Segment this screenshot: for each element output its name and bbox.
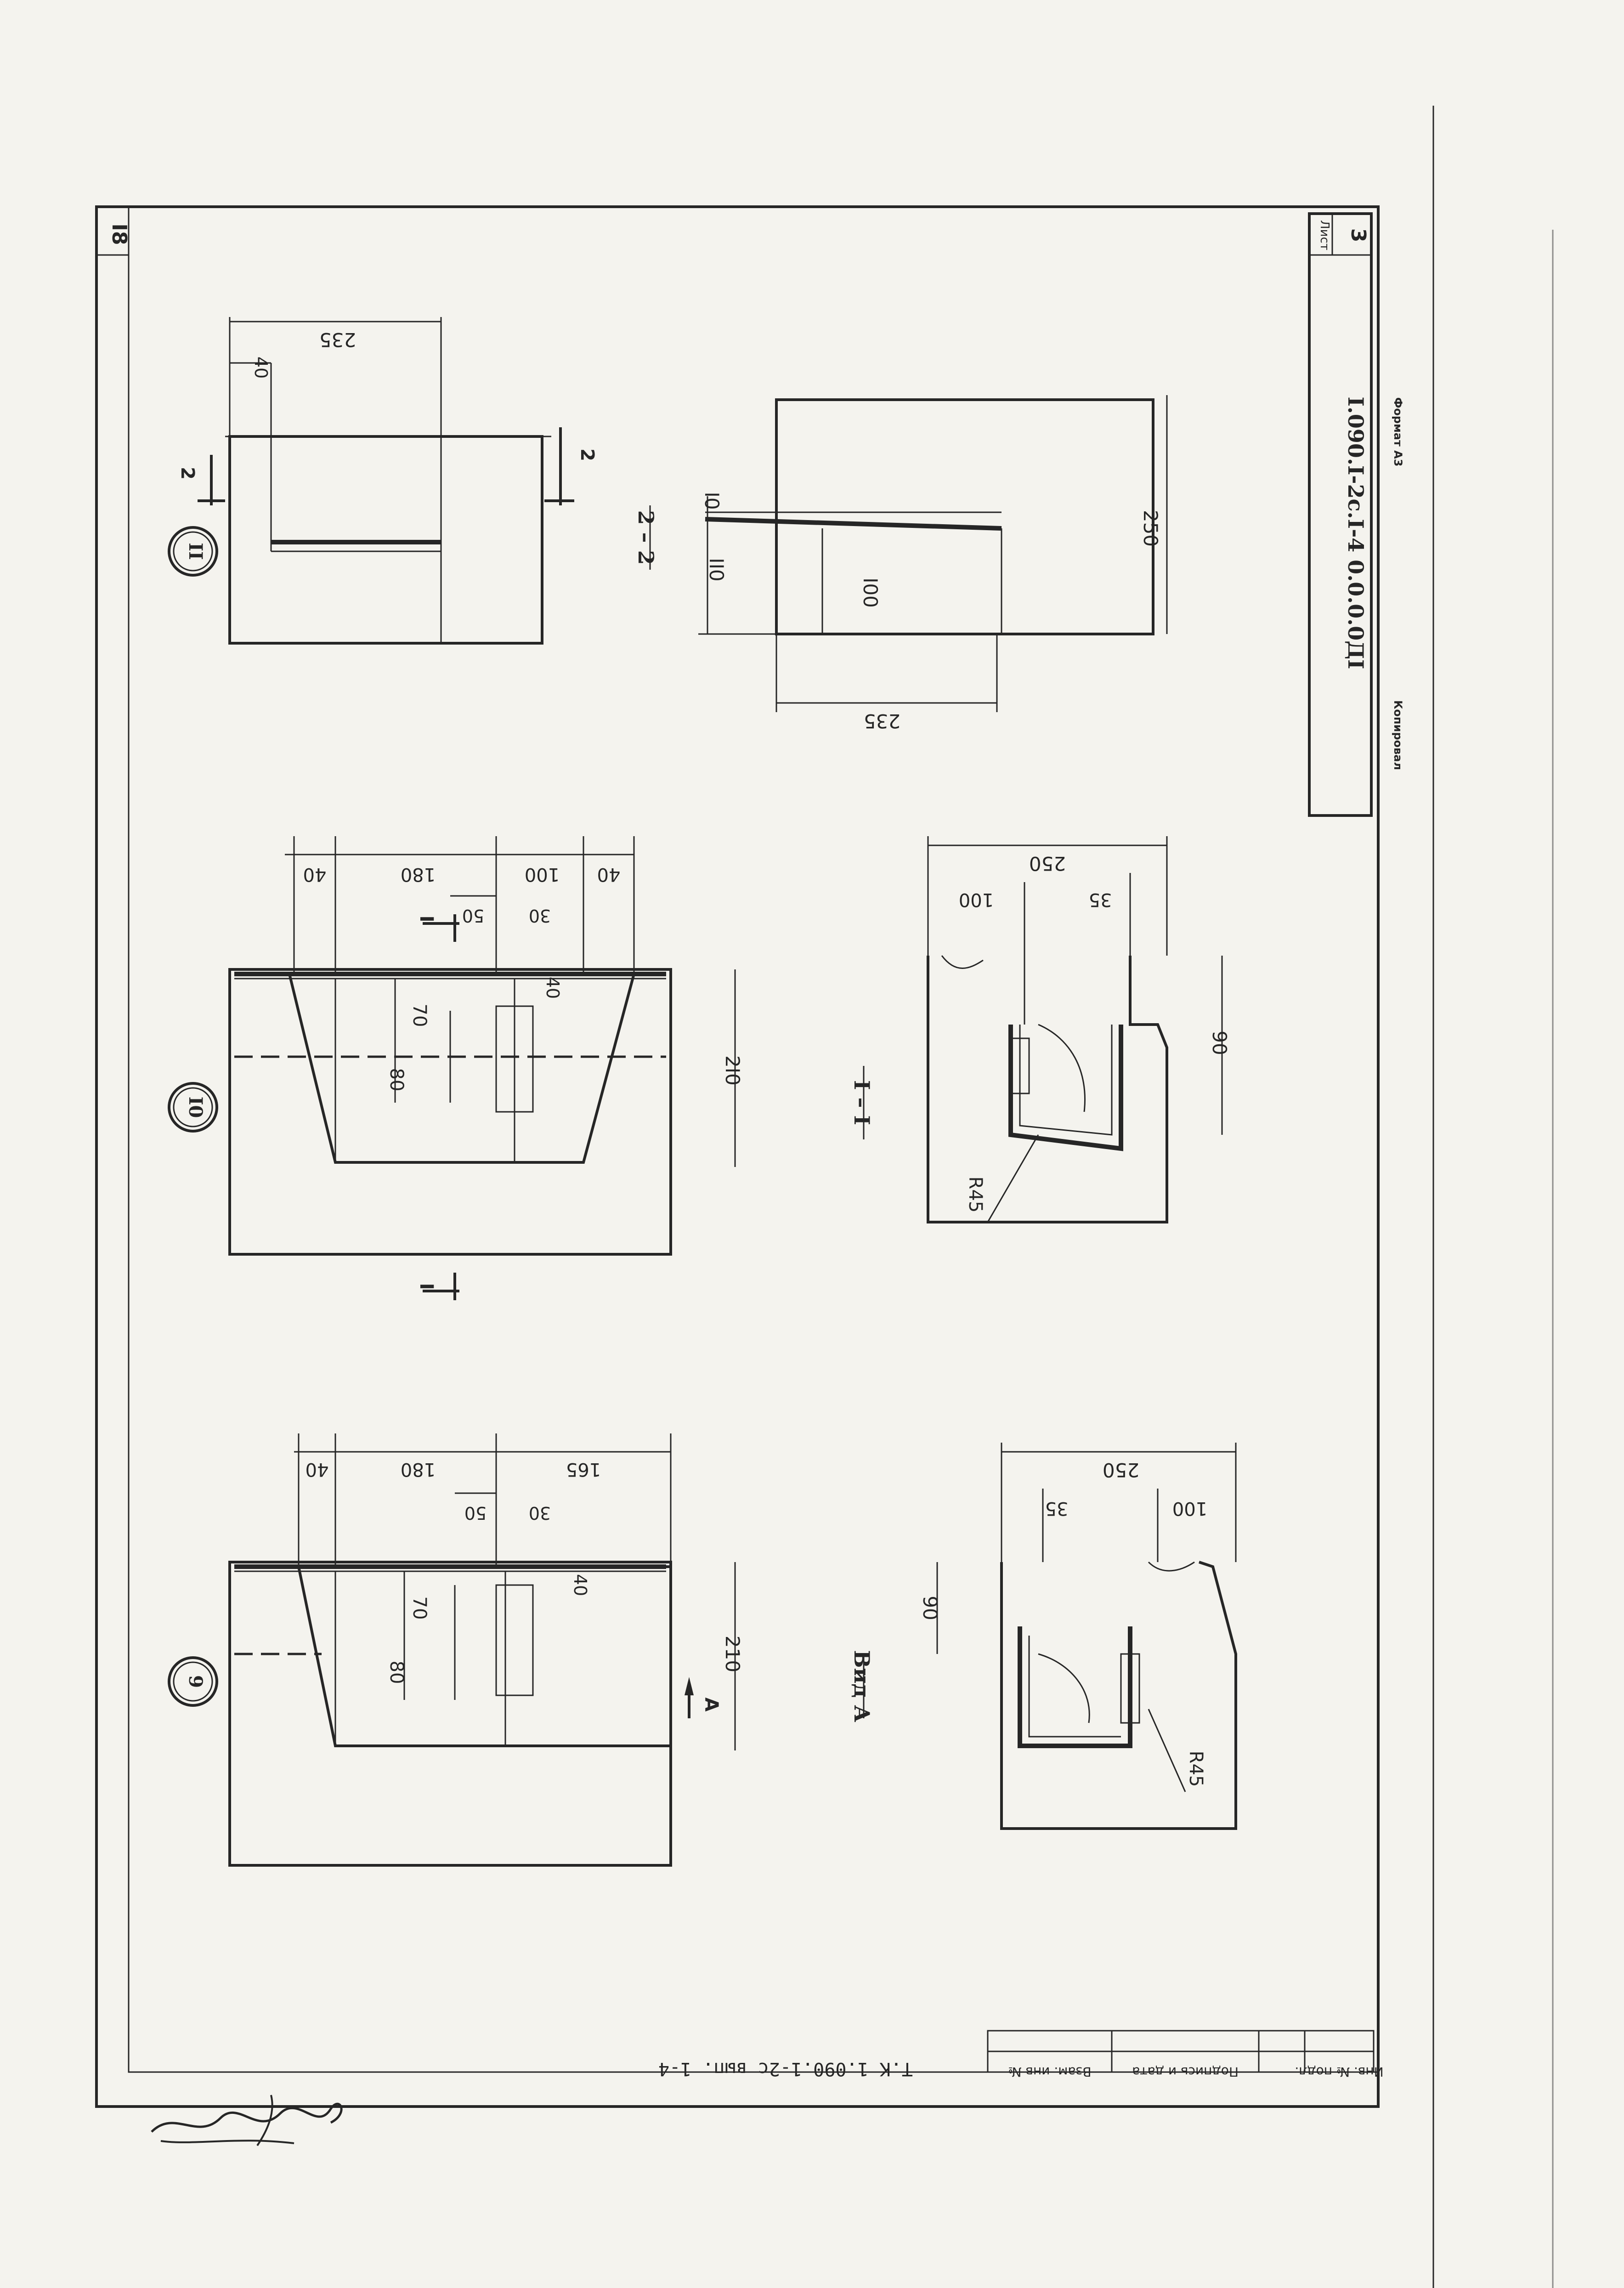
detail-10-dim-180: 180 bbox=[401, 864, 436, 885]
view-a-dim-100: 100 bbox=[1172, 1498, 1207, 1519]
detail-10-drawing: I0 40 180 50 100 30 40 40 70 80 2I0 I bbox=[168, 836, 744, 1300]
section-2-2-drawing: 2 – 2 II0 I0 I00 235 250 bbox=[634, 395, 1168, 732]
detail-10-dim-40-right: 40 bbox=[597, 864, 621, 885]
detail-10-marker: I0 bbox=[185, 1097, 206, 1118]
detail-10-dim-40-left: 40 bbox=[303, 864, 327, 885]
view-a-drawing: Вид А 250 35 100 90 R45 bbox=[849, 1443, 1237, 1830]
detail-11-dim-235: 235 bbox=[319, 328, 356, 351]
detail-10-dim-70: 70 bbox=[409, 1004, 430, 1027]
stamp-replace-label: Взам. инв № bbox=[1008, 2064, 1091, 2079]
signature-image bbox=[151, 2095, 343, 2146]
detail-9-dim-50: 50 bbox=[464, 1503, 487, 1523]
section-mark-1-bottom: I bbox=[416, 1283, 437, 1290]
detail-10-dim-80: 80 bbox=[386, 1068, 407, 1092]
view-a-dim-90: 90 bbox=[919, 1596, 941, 1620]
detail-9-dim-40-inner: 40 bbox=[570, 1574, 590, 1596]
section-1-1-dim-35: 35 bbox=[1089, 889, 1112, 910]
view-a-dim-250: 250 bbox=[1103, 1459, 1139, 1481]
detail-10-dim-50: 50 bbox=[462, 906, 484, 926]
detail-9-marker: 9 bbox=[185, 1675, 206, 1688]
stamp-sign-label: Подпись и дата bbox=[1132, 2064, 1239, 2079]
detail-9-drawing: 9 40 180 50 30 165 40 70 80 210 A bbox=[168, 1433, 744, 1867]
section-mark-1-top: I bbox=[416, 916, 437, 923]
section-1-1-dim-90: 90 bbox=[1208, 1031, 1231, 1055]
document-code: I.090.I-2c.I-4 0.0.0.0ДI bbox=[1343, 396, 1368, 669]
detail-9-dim-30: 30 bbox=[529, 1503, 551, 1523]
view-a-radius: R45 bbox=[1185, 1751, 1206, 1787]
detail-10-dim-40-inner: 40 bbox=[543, 977, 563, 999]
detail-10-dim-100: 100 bbox=[525, 864, 560, 885]
detail-9-dim-70: 70 bbox=[409, 1597, 430, 1620]
detail-9-dim-210: 210 bbox=[721, 1636, 744, 1672]
page-number: I8 bbox=[108, 224, 131, 245]
section-2-2-dim-10: I0 bbox=[701, 492, 723, 510]
stamp-inv-label: Инв. № подл. bbox=[1295, 2064, 1383, 2079]
section-1-1-drawing: I – I 250 100 35 90 R45 bbox=[849, 836, 1231, 1223]
section-mark-2-bottom: 2 bbox=[577, 448, 598, 461]
detail-11-marker: II bbox=[185, 543, 206, 560]
section-mark-2-top: 2 bbox=[177, 467, 198, 480]
detail-9-dim-40: 40 bbox=[306, 1459, 329, 1480]
section-2-2-title: 2 – 2 bbox=[634, 510, 658, 565]
list-number: 3 bbox=[1347, 228, 1370, 243]
section-1-1-title: I – I bbox=[849, 1080, 874, 1125]
detail-11-drawing: II 235 40 2 2 bbox=[168, 317, 598, 645]
view-arrow-a: A bbox=[701, 1698, 722, 1712]
section-1-1-dim-100: 100 bbox=[959, 889, 994, 910]
view-a-dim-35: 35 bbox=[1045, 1498, 1069, 1519]
detail-9-dim-80: 80 bbox=[386, 1661, 407, 1684]
sheet-frame bbox=[95, 106, 1554, 2288]
section-2-2-dim-100: I00 bbox=[859, 578, 882, 608]
detail-11-dim-40: 40 bbox=[251, 357, 271, 379]
list-label: Лист bbox=[1318, 220, 1331, 250]
section-1-1-radius: R45 bbox=[965, 1177, 986, 1213]
section-1-1-dim-250: 250 bbox=[1029, 852, 1066, 875]
section-2-2-dim-250: 250 bbox=[1139, 510, 1162, 547]
detail-10-dim-30: 30 bbox=[529, 906, 551, 926]
format-label: Формат А3 bbox=[1392, 397, 1404, 467]
section-2-2-dim-235: 235 bbox=[864, 710, 900, 732]
series-note: Т.К 1.090.1-2с вып. 1-4 bbox=[658, 2058, 913, 2079]
detail-10-dim-210: 2I0 bbox=[721, 1055, 744, 1086]
view-a-title: Вид А bbox=[849, 1650, 874, 1722]
approval-stamp: Инв. № подл. Подпись и дата Взам. инв № bbox=[987, 2030, 1384, 2079]
copied-by-label: Копировал bbox=[1392, 700, 1404, 770]
section-2-2-dim-110: II0 bbox=[705, 558, 728, 582]
detail-9-dim-180: 180 bbox=[401, 1459, 436, 1480]
title-block: Лист 3 I.090.I-2c.I-4 0.0.0.0ДI Копирова… bbox=[1308, 212, 1404, 817]
detail-9-dim-165: 165 bbox=[566, 1459, 601, 1480]
